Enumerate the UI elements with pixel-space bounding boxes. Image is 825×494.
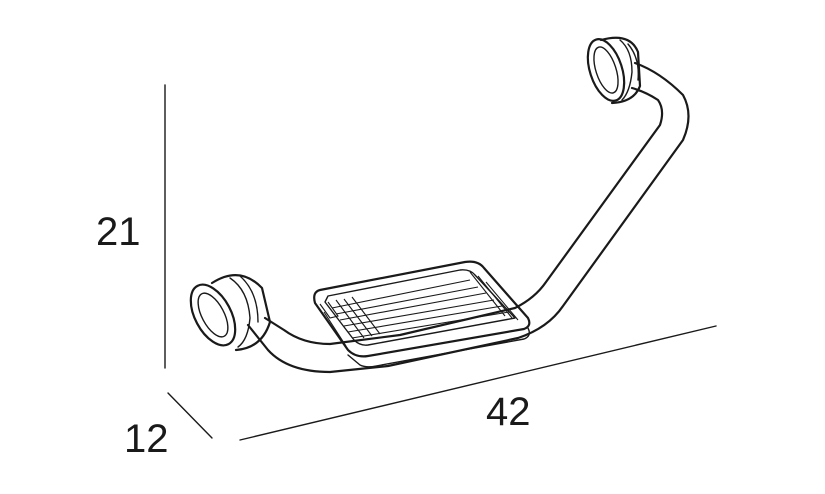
grab-bar-tube [246,61,690,374]
lower-wall-mount [189,274,272,352]
dimension-lines [164,84,717,441]
depth-dimension-line [167,392,213,439]
height-dimension-label: 21 [96,210,141,254]
depth-dimension-label: 12 [124,417,169,461]
width-dimension-line [239,325,717,441]
width-dimension-label: 42 [486,390,531,434]
upper-wall-mount [586,36,642,105]
wire-basket [313,260,531,368]
